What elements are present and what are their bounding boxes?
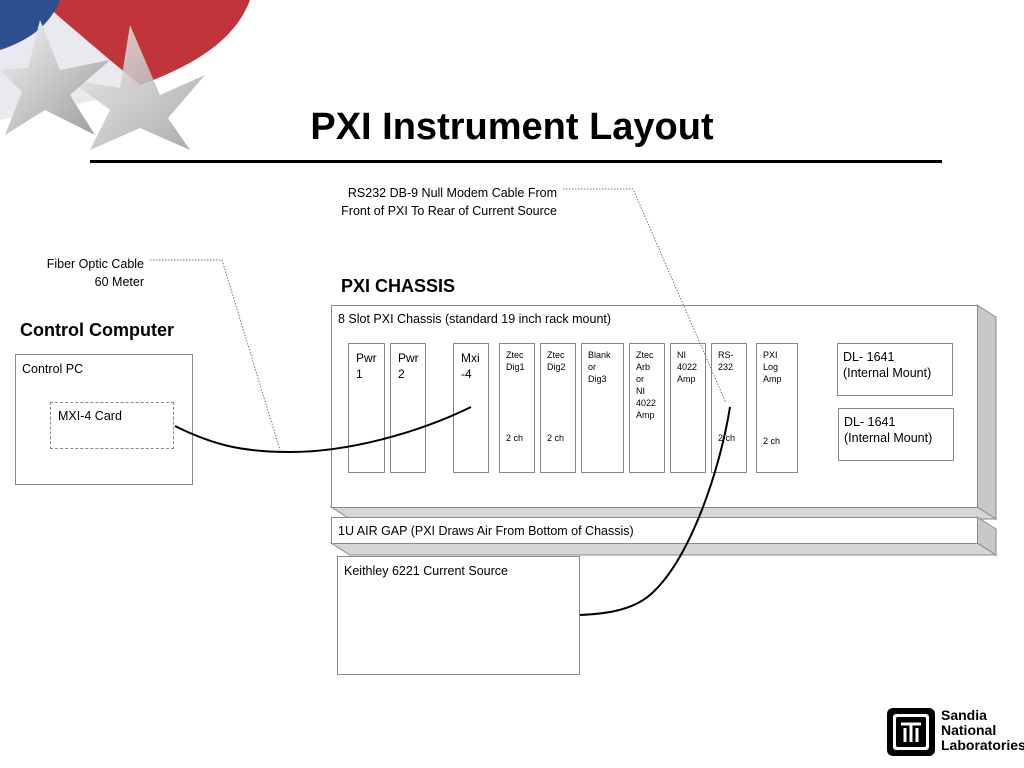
slot-label: PXI Log Amp (763, 350, 782, 384)
slot-ztec-dig2: Ztec Dig2 2 ch (540, 343, 576, 473)
slot-pwr2: Pwr 2 (390, 343, 426, 473)
slot-pxi-log-amp: PXI Log Amp 2 ch (756, 343, 798, 473)
slot-ztec-dig1: Ztec Dig1 2 ch (499, 343, 535, 473)
fiber-optic-cable (174, 406, 472, 454)
title-divider (90, 160, 942, 163)
rs232-cable-note-line2: Front of PXI To Rear of Current Source (341, 204, 557, 218)
slot-label: Mxi -4 (461, 351, 480, 381)
slot-channels: 2 ch (547, 433, 565, 443)
slot-label: Ztec Dig2 (547, 350, 566, 372)
slot-blank-dig3: Blank or Dig3 (581, 343, 624, 473)
slot-channels: 2 ch (506, 433, 524, 443)
rs232-leader-line (563, 188, 727, 404)
mxi4-card-label: MXI-4 Card (58, 409, 122, 423)
fiber-optic-note: Fiber Optic Cable 60 Meter (20, 255, 144, 291)
logo-line2: National (941, 722, 997, 738)
slot-channels: 2 ch (718, 433, 736, 443)
air-gap-label: 1U AIR GAP (PXI Draws Air From Bottom of… (338, 524, 634, 538)
dl-1641-module-2: DL- 1641 (Internal Mount) (838, 408, 954, 461)
slot-label: Pwr 1 (356, 351, 377, 381)
rs232-cable-note-line1: RS232 DB-9 Null Modem Cable From (347, 186, 557, 200)
sandia-logo-text: Sandia National Laboratories (941, 708, 1024, 753)
mxi4-card: MXI-4 Card (50, 402, 174, 449)
pxi-chassis-heading: PXI CHASSIS (341, 276, 456, 296)
fiber-leader-line (150, 259, 281, 451)
control-computer-heading: Control Computer (20, 320, 174, 340)
sandia-thunderbird-logo-icon (887, 708, 935, 756)
slot-label: Pwr 2 (398, 351, 419, 381)
control-pc-label: Control PC (22, 362, 84, 376)
rs232-null-modem-cable (579, 406, 731, 616)
slot-ztec-arb: Ztec Arb or NI 4022 Amp (629, 343, 665, 473)
fiber-optic-note-line1: Fiber Optic Cable (46, 257, 144, 271)
dl-1641-module-1: DL- 1641 (Internal Mount) (837, 343, 953, 396)
slot-ni4022: NI 4022 Amp (670, 343, 706, 473)
current-source-box: Keithley 6221 Current Source (337, 556, 580, 675)
slot-label: Ztec Arb or NI 4022 Amp (636, 350, 657, 420)
logo-line3: Laboratories (941, 737, 1024, 753)
fiber-optic-note-line2: 60 Meter (94, 275, 144, 289)
slot-label: Blank or Dig3 (588, 350, 611, 384)
slot-pwr1: Pwr 1 (348, 343, 385, 473)
slot-label: NI 4022 Amp (677, 350, 698, 384)
current-source-label: Keithley 6221 Current Source (344, 564, 508, 578)
slot-label: Ztec Dig1 (506, 350, 525, 372)
rs232-cable-note: RS232 DB-9 Null Modem Cable From Front o… (300, 184, 557, 220)
slot-channels: 2 ch (763, 436, 781, 446)
slot-label: RS- 232 (718, 350, 734, 372)
chassis-label: 8 Slot PXI Chassis (standard 19 inch rac… (338, 312, 612, 326)
page-title: PXI Instrument Layout (310, 106, 714, 148)
air-gap-panel: 1U AIR GAP (PXI Draws Air From Bottom of… (331, 517, 978, 544)
logo-line1: Sandia (941, 707, 987, 723)
